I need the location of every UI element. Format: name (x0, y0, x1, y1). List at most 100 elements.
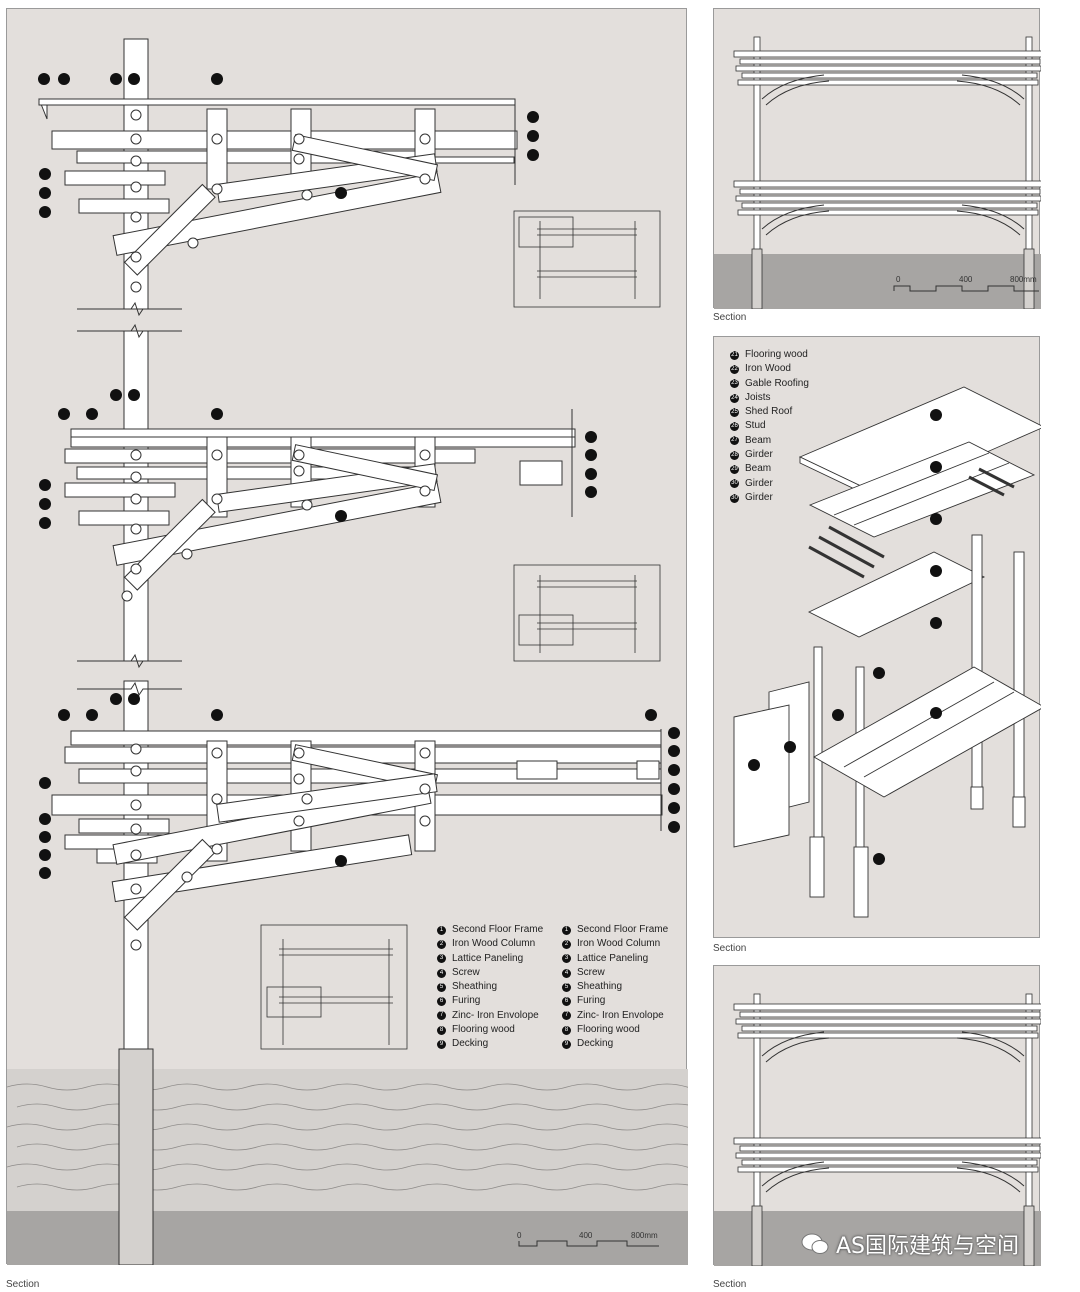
legend-label: Screw (452, 966, 480, 978)
scale-label-0: 0 (896, 275, 901, 284)
legend-item: 9 Decking (437, 1037, 543, 1051)
legend-label: Second Floor Frame (577, 924, 669, 935)
legend-item: 4 Screw (562, 966, 668, 980)
marker-icon: 26 (730, 422, 739, 432)
left-section-drawing: 0 400 800mm (7, 38, 688, 1265)
marker-icon: 8 (562, 1025, 571, 1035)
marker-icon: 2 (562, 939, 571, 949)
caption-left-section: Section (6, 1279, 40, 1290)
marker-icon: 5 (437, 982, 446, 992)
water-band (7, 1069, 688, 1211)
legend-label: Stud (745, 420, 766, 432)
marker-icon: 8 (437, 1025, 446, 1035)
marker-icon: 3 (437, 954, 446, 964)
marker-icon: 25 (730, 407, 739, 417)
right-bottom-section-panel (713, 965, 1041, 1266)
right-top-section-panel: 0 400 800mm (713, 8, 1041, 309)
legend-item: 8 Flooring wood (562, 1023, 668, 1037)
wechat-icon (801, 1233, 829, 1254)
right-bottom-section-drawing (714, 993, 1041, 1266)
bolts-1 (130, 109, 431, 293)
callout-markers (38, 73, 680, 879)
caption-right-middle-section: Section (713, 943, 747, 954)
marker-icon: 1 (562, 925, 571, 935)
bolts-3 (130, 743, 431, 951)
legend-label: Flooring wood (452, 1024, 515, 1036)
scale-label-0: 0 (517, 1231, 522, 1240)
marker-icon: 7 (562, 1011, 571, 1021)
scale-label-800: 800mm (631, 1231, 658, 1240)
key-plan-3 (260, 924, 408, 1050)
legend-label: Flooring wood (577, 1024, 640, 1036)
legend-item: 5 Sheathing (437, 980, 543, 994)
legend-item: 23 Gable Roofing (730, 377, 809, 391)
marker-icon: 5 (562, 982, 571, 992)
legend-label: Furing (452, 995, 481, 1007)
legend-item: 7 Zinc- Iron Envolope (437, 1009, 543, 1023)
legend-label: Second Floor Frame (452, 924, 544, 935)
ground-band (714, 254, 1041, 309)
legend-label: Gable Roofing (745, 377, 809, 389)
watermark: AS国际建筑与空间 (800, 1228, 1019, 1260)
marker-icon: 30 (730, 479, 739, 489)
bolts-2 (121, 449, 431, 602)
legend-label: Sheathing (452, 981, 498, 993)
marker-icon: 23 (730, 379, 739, 389)
legend-label: Zinc- Iron Envolope (577, 1009, 664, 1021)
legend-label: Furing (577, 995, 606, 1007)
legend-label: Beam (745, 463, 772, 475)
legend-label: Lattice Paneling (452, 952, 524, 964)
axon-callouts (748, 409, 942, 865)
legend-item: 4 Screw (437, 966, 543, 980)
legend-label: Zinc- Iron Envolope (452, 1009, 539, 1021)
marker-icon: 9 (562, 1040, 571, 1050)
legend-label: Screw (577, 966, 605, 978)
watermark-text: AS国际建筑与空间 (836, 1234, 1020, 1259)
legend-item: 9 Decking (562, 1037, 668, 1051)
legend-item: 2 Iron Wood Column (562, 937, 668, 951)
marker-icon: 7 (437, 1011, 446, 1021)
axonometric-drawing (733, 386, 1041, 918)
legend-label: Decking (452, 1038, 489, 1050)
legend-label: Decking (577, 1038, 614, 1050)
legend-item: 29 Beam (730, 462, 809, 476)
marker-icon: 29 (730, 465, 739, 475)
legend-label: Flooring wood (745, 349, 808, 360)
legend-label: Shed Roof (745, 406, 793, 418)
marker-icon: 27 (730, 436, 739, 446)
break-lines (77, 301, 182, 697)
scale-bar-left (518, 1240, 659, 1247)
right-top-section-drawing: 0 400 800mm (714, 36, 1041, 309)
legend-label: Girder (745, 449, 773, 461)
caption-right-bottom-section: Section (713, 1279, 747, 1290)
marker-icon: 24 (730, 393, 739, 403)
legend-label: Iron Wood Column (452, 938, 536, 950)
scale-label-400: 400 (579, 1231, 593, 1240)
key-plan-1 (513, 210, 661, 308)
marker-icon: 4 (562, 968, 571, 978)
main-column (118, 38, 154, 1265)
marker-icon: 2 (437, 939, 446, 949)
scale-label-800: 800mm (1010, 275, 1037, 284)
legend-label: Iron Wood Column (577, 938, 661, 950)
marker-icon: 9 (437, 1040, 446, 1050)
ground-band (714, 1211, 1041, 1266)
legend-label: Iron Wood (745, 363, 791, 375)
legend-item: 26 Stud (730, 419, 809, 433)
detail-1 (38, 98, 518, 276)
marker-icon: 4 (437, 968, 446, 978)
detail-3 (51, 729, 663, 931)
